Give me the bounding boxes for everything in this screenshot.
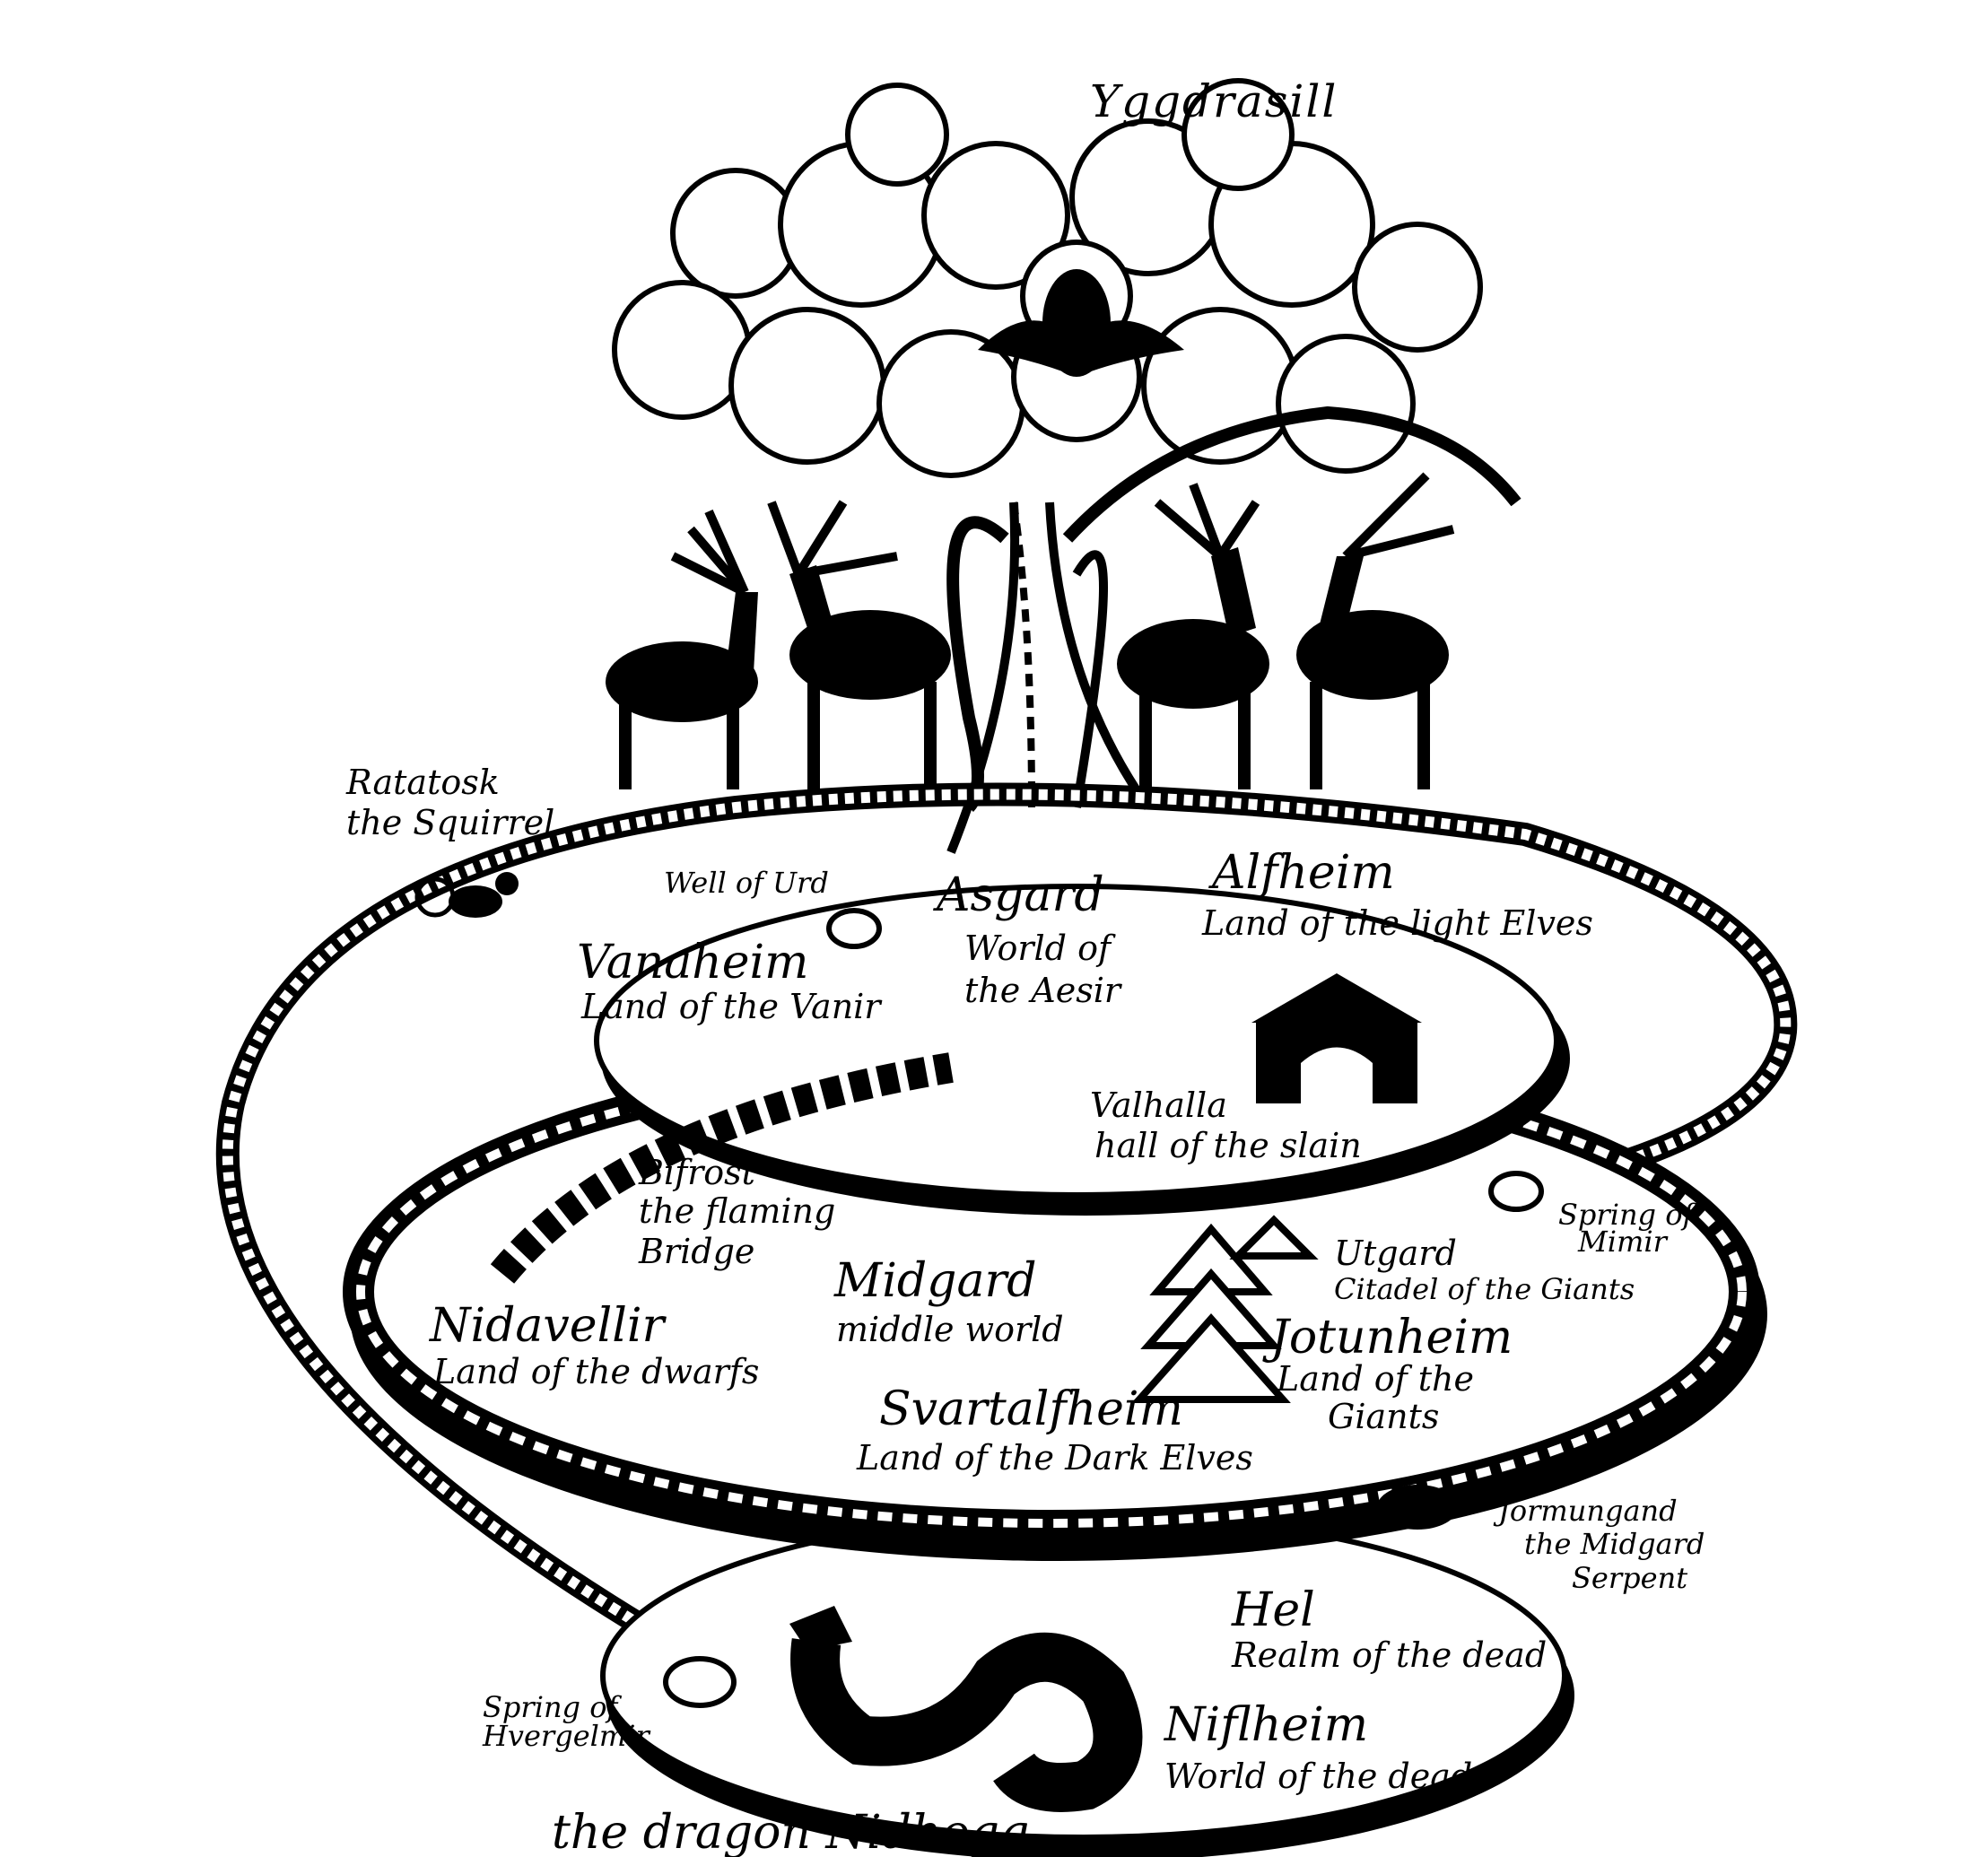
nidavellir-sublabel: Land of the dwarfs [432,1352,759,1391]
title: Yggdrasill [1090,75,1338,127]
nidhogg-label: the dragon Nidhogg [552,1806,1029,1857]
squirrel-icon [414,872,519,918]
hel-label: Hel [1231,1583,1315,1637]
utgard-label: Utgard [1334,1234,1457,1273]
deer-2 [767,500,951,789]
valhalla-hall-icon [1251,973,1422,1103]
svartalfheim-sublabel: Land of the Dark Elves [856,1438,1253,1478]
niflheim-sublabel: World of the dead [1164,1757,1472,1796]
jormungand-sublabel-2: Serpent [1572,1561,1687,1595]
spring-of-hvergelmir-icon [663,1656,737,1708]
deer-1 [606,509,758,789]
jormungand-label: Jormungand [1493,1494,1678,1528]
deer-4 [1296,472,1455,789]
valhalla-sublabel: hall of the slain [1094,1126,1362,1165]
eagle-icon [978,269,1184,377]
spring-hvergelmir-label-1: Spring of [483,1690,622,1724]
deer-3 [1117,483,1269,789]
asgard-sublabel-1: World of [964,928,1116,968]
asgard-sublabel-2: the Aesir [964,971,1123,1010]
tree-canopy [612,78,1483,478]
alfheim-sublabel: Land of the light Elves [1201,903,1593,943]
dragon-nidhogg-icon [789,1606,1143,1812]
spring-mimir-label-1: Spring of [1558,1198,1697,1232]
well-of-urd-icon [826,908,882,949]
jormungand-sublabel-1: the Midgard [1524,1527,1705,1561]
hel-sublabel: Realm of the dead [1231,1635,1547,1675]
tree-trunk [946,405,1522,854]
ratatosk-sublabel: the Squirrel [346,803,554,842]
svartalfheim-label: Svartalfheim [879,1382,1183,1436]
nidavellir-label: Nidavellir [428,1299,667,1353]
alfheim-label: Alfheim [1208,846,1395,900]
jotunheim-sublabel-1: Land of the [1276,1359,1474,1399]
midgard-label: Midgard [833,1254,1037,1308]
vanaheim-label: Vanaheim [577,936,808,990]
spring-of-mimir-icon [1488,1171,1544,1212]
well-of-urd-label: Well of Urd [664,866,829,900]
spring-hvergelmir-label-2: Hvergelmir [482,1719,650,1753]
jotunheim-sublabel-2: Giants [1328,1397,1439,1436]
mountains-icon [1131,1215,1319,1403]
asgard-label: Asgard [933,868,1104,922]
bifrost-bridge [490,1052,954,1284]
niflheim-label: Niflheim [1163,1698,1368,1752]
jotunheim-label: Jotunheim [1262,1311,1513,1364]
bifrost-sublabel-1: the flaming [639,1191,835,1231]
spring-mimir-label-2: Mimir [1577,1225,1669,1259]
serpent-head-icon [1377,1485,1458,1530]
ratatosk-branch [215,782,1798,1639]
vanaheim-sublabel: Land of the Vanir [580,987,883,1026]
utgard-sublabel: Citadel of the Giants [1334,1272,1635,1306]
valhalla-label: Valhalla [1090,1085,1227,1125]
bifrost-label: Bifrost [638,1153,756,1192]
ratatosk-label: Ratatosk [345,763,500,802]
bifrost-sublabel-2: Bridge [638,1232,754,1271]
deer-silhouettes [606,472,1455,789]
midgard-sublabel: middle world [836,1310,1064,1349]
